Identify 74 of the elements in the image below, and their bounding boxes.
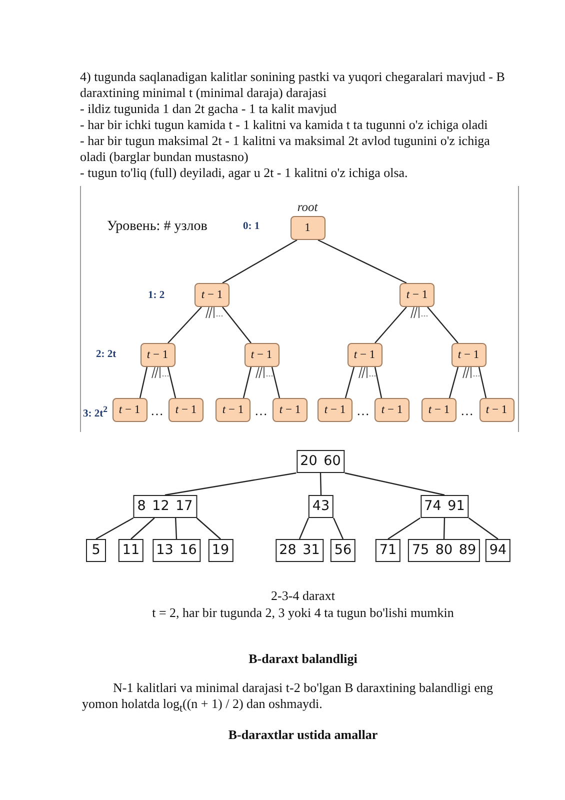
tree-node: t − 1: [347, 343, 382, 367]
tree-edge: [222, 306, 252, 344]
tree-edge: [374, 306, 407, 344]
tree-edge: [167, 366, 176, 398]
tree-edge: [164, 472, 296, 496]
tree-node: 19: [208, 539, 234, 562]
tree-edge: [344, 366, 355, 398]
tree-node: t − 1: [400, 283, 434, 307]
tree-edge: [298, 518, 309, 540]
tree-node: t − 1: [318, 398, 352, 422]
tree-node: 94: [485, 539, 511, 562]
tree-node: 13 16: [152, 539, 201, 562]
tree-edge: [196, 518, 221, 540]
tree-node: t − 1: [194, 283, 230, 307]
level-heading: Уровень: # узлов: [107, 219, 208, 235]
section-heading: B-daraxt balandligi: [248, 651, 358, 667]
tree-node: t − 1: [140, 343, 175, 367]
tree-edge: [443, 518, 446, 540]
level-label: 1: 2: [148, 289, 165, 303]
ellipsis: …: [254, 403, 268, 419]
tree-node: t − 1: [112, 398, 147, 422]
tree-node: 5: [86, 539, 106, 562]
tree-node: 56: [330, 539, 356, 562]
section-heading: B-daraxtlar ustida amallar: [228, 727, 378, 743]
tree-node: t − 1: [168, 398, 204, 422]
ellipsis: …: [460, 403, 474, 419]
tree-edge: [222, 239, 298, 284]
bullet-text: - har bir tugun maksimal 2t - 1 kalitni va maksimal 2t avlod tugunini o'z ichiga oladi (barglar bundan mustasno): [80, 133, 491, 165]
tree-edge: [242, 366, 252, 398]
tree-node: t − 1: [374, 398, 410, 422]
tree-edge: [427, 306, 458, 344]
tree-node: 75 80 89: [408, 539, 480, 562]
tree-edge: [139, 366, 148, 398]
tree-node: t − 1: [479, 398, 514, 422]
tree-node: t − 1: [272, 398, 308, 422]
tree-node: t − 1: [422, 398, 456, 422]
tree-edge: [374, 366, 382, 398]
level-label: 3: 2t$^{2}$: [83, 403, 108, 422]
tree-edge: [130, 518, 155, 540]
level-label: 0: 1: [243, 220, 260, 234]
level-label: 2: 2t: [96, 348, 116, 362]
tree-edge: [271, 366, 280, 398]
tree-edge: [320, 472, 322, 496]
tree-edge: [168, 306, 202, 344]
tree-edge: [344, 472, 445, 496]
tree-node: 28 31: [275, 539, 324, 562]
tree-edge: [388, 518, 420, 540]
tree-edge: [175, 518, 178, 540]
figure-caption: 2-3-4 daraxt: [271, 588, 335, 604]
tree-node: 71: [375, 539, 401, 562]
tree-node: t − 1: [451, 343, 486, 367]
tree-edge: [478, 366, 487, 398]
bullet-text: - ildiz tugunida 1 dan 2t gacha - 1 ta kalit mavjud: [80, 101, 337, 117]
tree-node: t − 1: [244, 343, 279, 367]
tree-node: 11: [118, 539, 144, 562]
tree-node: 20 60: [296, 450, 345, 473]
ellipsis: …: [150, 403, 164, 419]
node-caption: root: [297, 200, 318, 214]
bullet-text: - tugun to'liq (full) deyiladi, agar u 2t - 1 kalitni o'z ichiga olsa.: [80, 165, 408, 181]
node-text: 1: [304, 222, 310, 234]
tree-node: 8 12 17: [133, 495, 197, 518]
tree-node: 43: [308, 495, 334, 518]
tree-edge: [96, 517, 134, 540]
paragraph: 4) tugunda saqlanadigan kalitlar sonining pastki va yuqori chegaralari mavjud - B daraxtining minimal t (minimal daraja) darajasi: [80, 69, 505, 101]
tree-edge: [318, 239, 407, 284]
paragraph: N-1 kalitlari va minimal darajasi t-2 bo'lgan B daraxtining balandligi eng yomon holatda log$_{t}$((n + 1) / 2) dan oshmaydi.: [82, 680, 494, 717]
tree-node: t − 1: [216, 398, 250, 422]
ellipsis: …: [356, 403, 370, 419]
tree-edge: [448, 366, 459, 398]
figure-caption: t = 2, har bir tugunda 2, 3 yoki 4 ta tugun bo'lishi mumkin: [152, 605, 454, 621]
bullet-text: - har bir ichki tugun kamida t - 1 kalitni va kamida t ta tugunni o'z ichiga oladi: [80, 117, 488, 133]
tree-node: 74 91: [420, 495, 469, 518]
tree-edge: [333, 518, 344, 540]
tree-edge: [468, 518, 498, 540]
